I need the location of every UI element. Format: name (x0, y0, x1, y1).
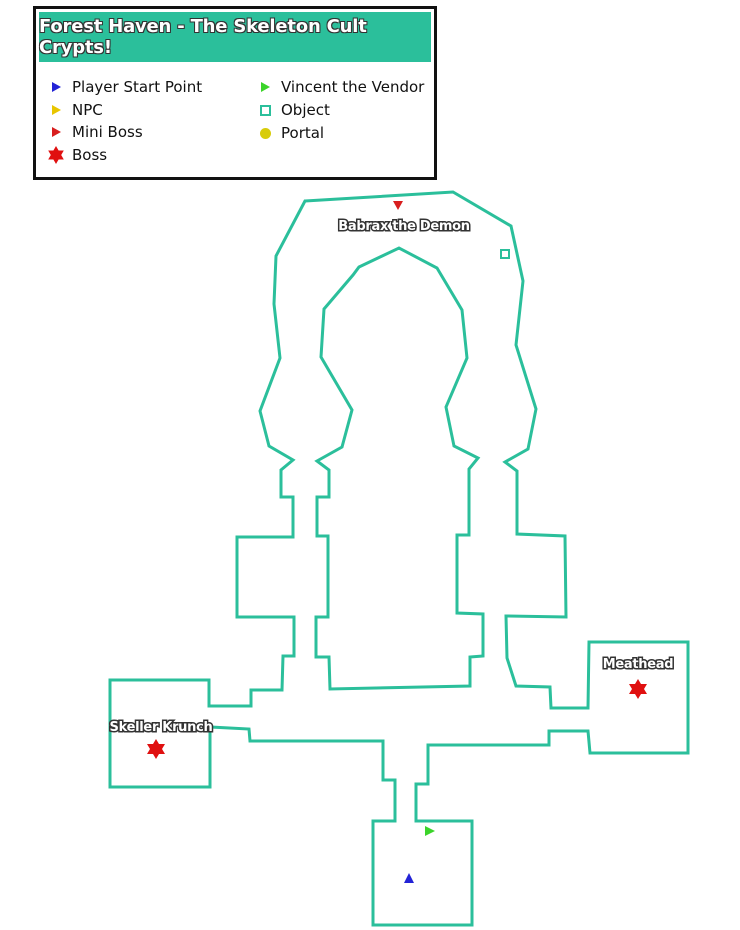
vendor-icon (255, 79, 275, 95)
legend-label: Portal (281, 124, 325, 142)
vendor-marker (425, 826, 435, 836)
legend-item-mini-boss: Mini Boss (46, 123, 143, 141)
legend-item-object: Object (255, 101, 330, 119)
player-start-marker (404, 873, 414, 883)
legend-panel: Forest Haven - The Skeleton Cult Crypts!… (33, 6, 437, 180)
boss-star-icon (46, 146, 66, 164)
npc-icon (46, 102, 66, 118)
mini-boss-marker-babrax (393, 201, 403, 210)
object-icon (255, 102, 275, 118)
mini-boss-icon (46, 124, 66, 140)
legend-label: Player Start Point (72, 78, 203, 96)
legend-header: Forest Haven - The Skeleton Cult Crypts! (39, 12, 431, 62)
label-meathead: Meathead (603, 657, 674, 672)
legend-item-boss: Boss (46, 146, 107, 164)
boss-marker-skeller (147, 739, 165, 759)
label-skeller: Skeller Krunch (110, 720, 213, 735)
legend-item-vendor: Vincent the Vendor (255, 78, 424, 96)
legend-label: Object (281, 101, 330, 119)
label-babrax: Babrax the Demon (338, 219, 469, 234)
player-start-icon (46, 79, 66, 95)
dungeon-outer-wall (108, 190, 690, 927)
legend-label: NPC (72, 101, 103, 119)
legend-item-npc: NPC (46, 101, 103, 119)
portal-icon (255, 125, 275, 141)
legend-label: Mini Boss (72, 123, 143, 141)
boss-marker-meathead (629, 679, 647, 699)
object-marker (500, 249, 510, 259)
legend-item-portal: Portal (255, 124, 324, 142)
legend-label: Boss (72, 146, 108, 164)
dungeon-inner-wall (314, 246, 485, 691)
map-title: Forest Haven - The Skeleton Cult Crypts! (39, 16, 367, 58)
legend-item-player-start: Player Start Point (46, 78, 202, 96)
legend-label: Vincent the Vendor (281, 78, 425, 96)
legend-grid: Player Start Point NPC Mini Boss Boss Vi… (36, 62, 434, 172)
